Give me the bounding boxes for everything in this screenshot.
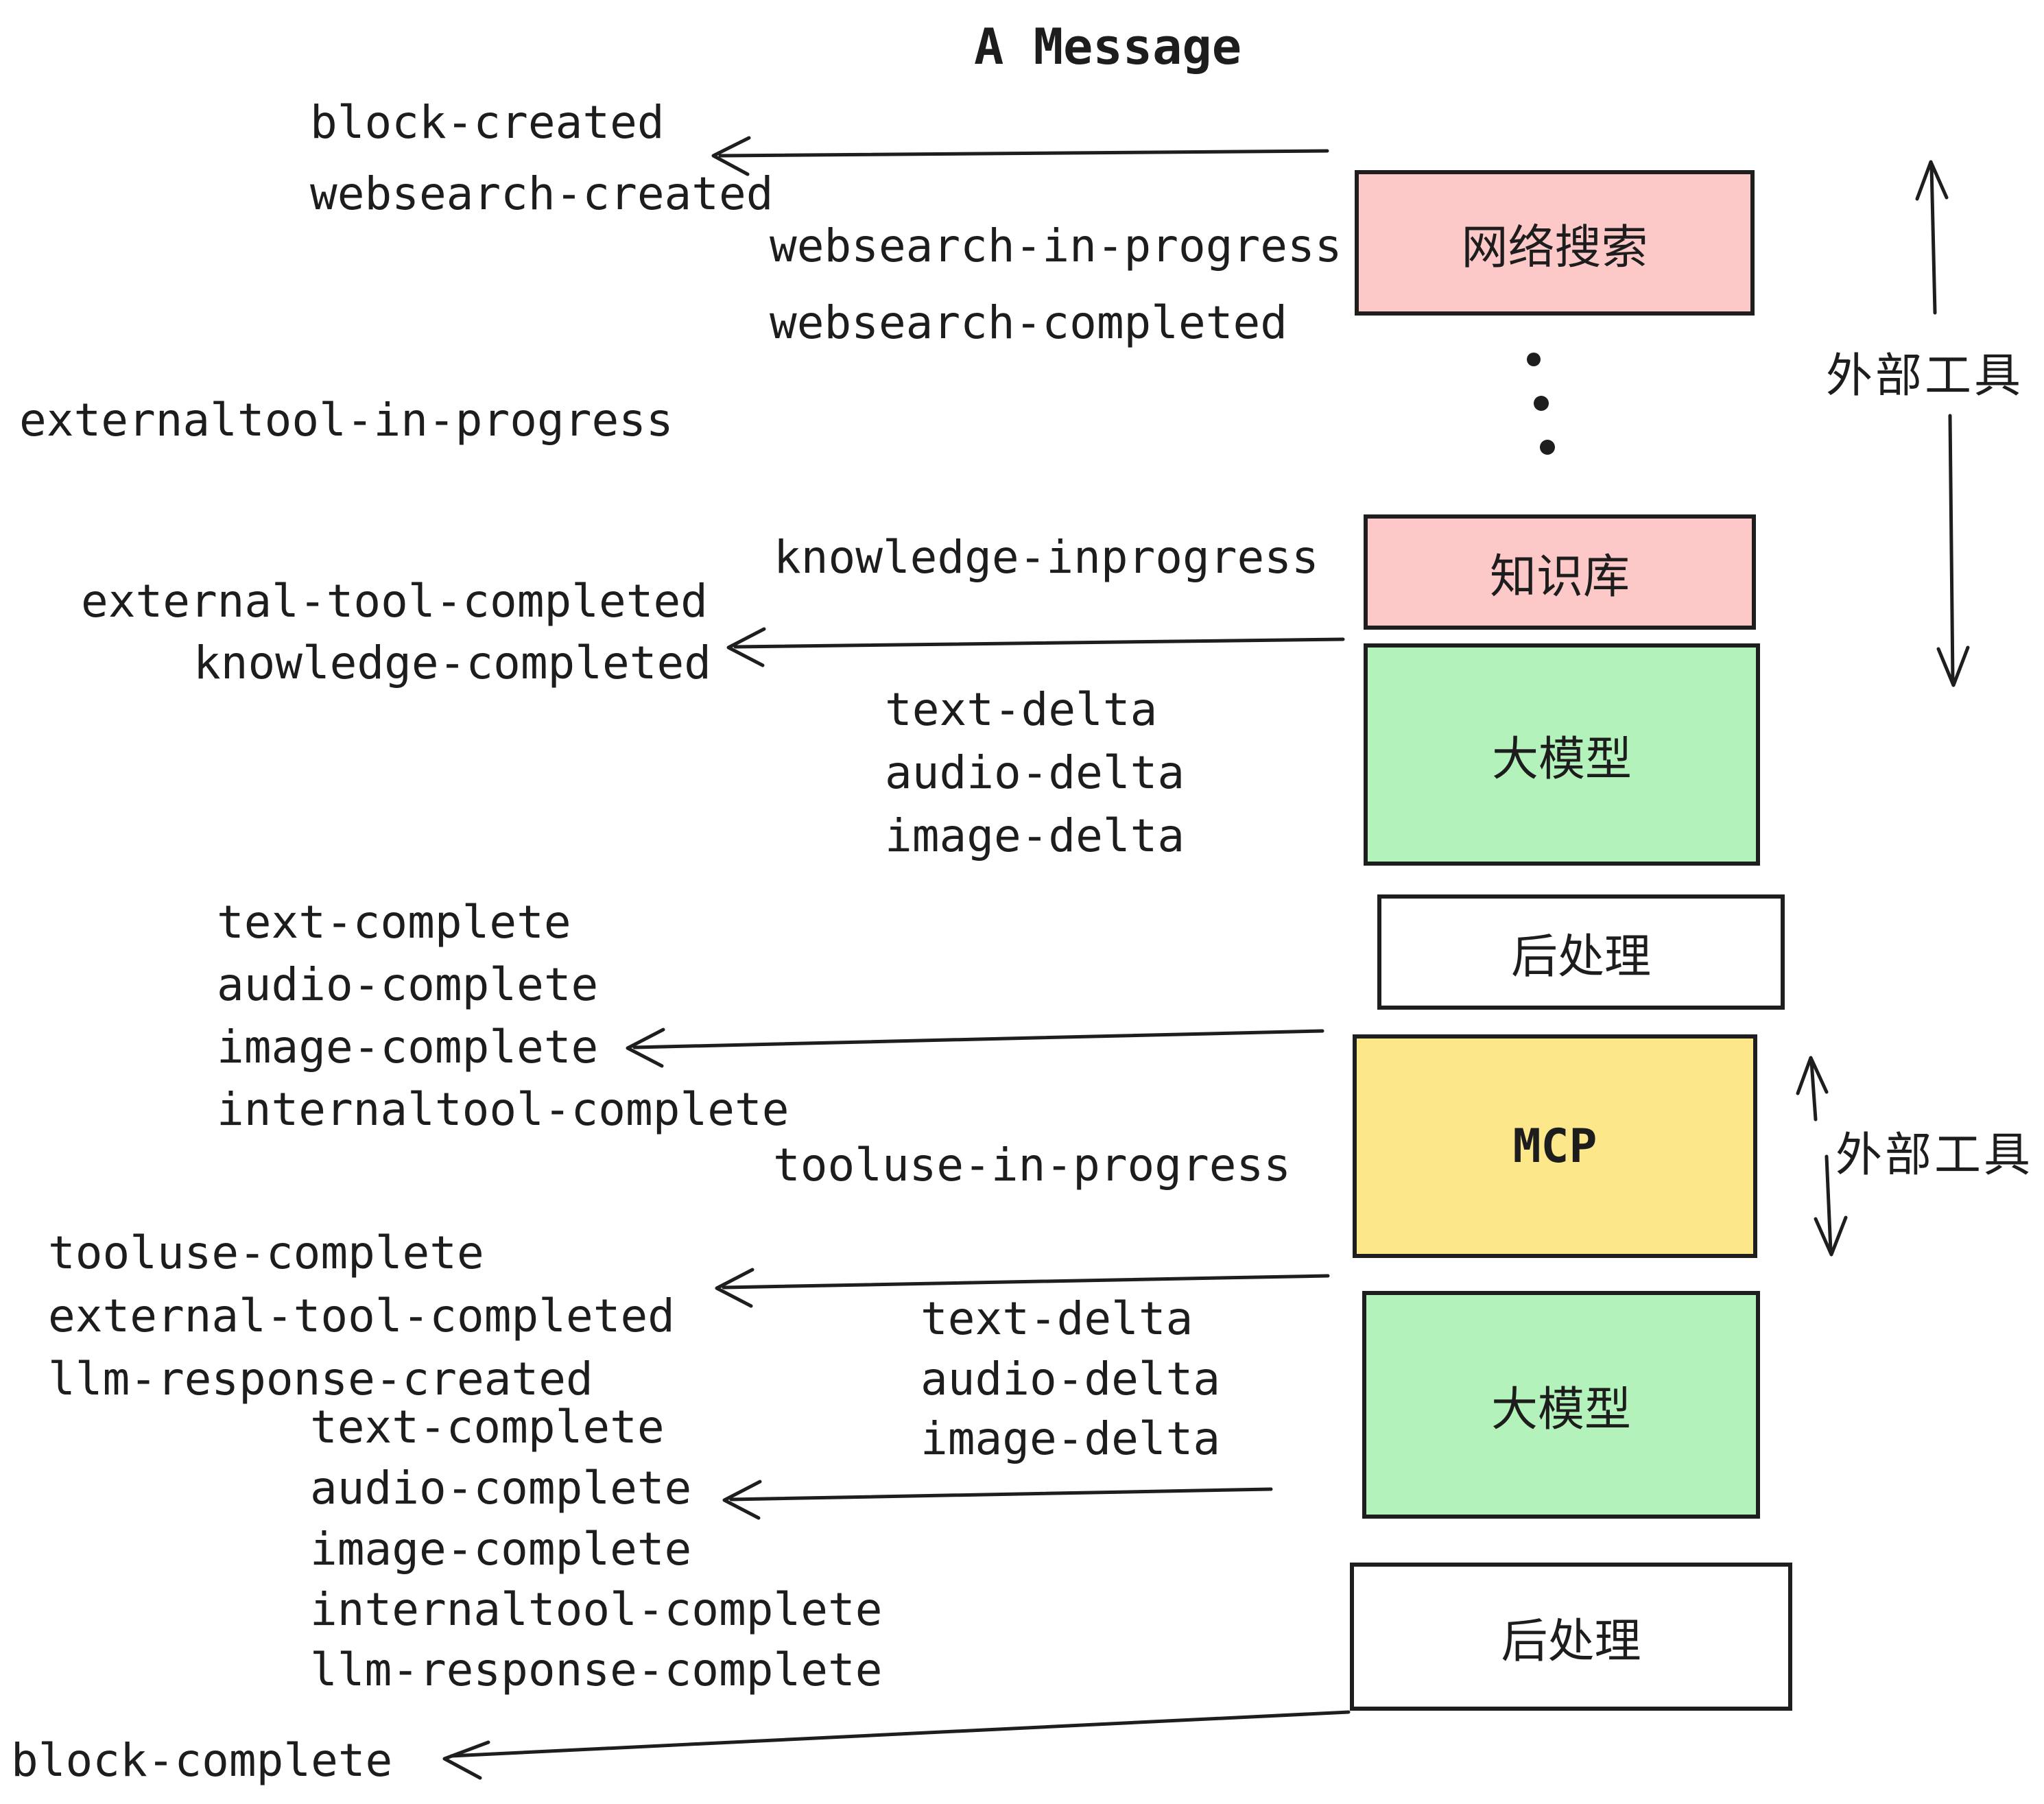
event-external-tool-completed-2: external-tool-completed [48,1290,675,1342]
event-image-delta-2: image-delta [920,1412,1221,1465]
box-mcp: MCP [1353,1034,1757,1258]
box-knowledge: 知识库 [1364,514,1756,630]
external-tools-label-top: 外部工具 [1826,349,2024,403]
event-internaltool-complete-1: internaltool-complete [217,1083,789,1136]
event-knowledge-completed: knowledge-completed [193,637,711,689]
arrow-knowledge-completed [726,627,1345,667]
diagram-title: A Message [974,18,1242,75]
event-llm-response-complete: llm-response-complete [310,1643,883,1696]
event-llm-response-created: llm-response-created [48,1353,593,1405]
box-post-2: 后处理 [1350,1563,1792,1711]
box-llm-2-label: 大模型 [1490,1382,1631,1437]
event-block-complete: block-complete [11,1734,393,1787]
event-tooluse-complete: tooluse-complete [48,1226,484,1279]
box-mcp-label: MCP [1512,1119,1597,1174]
event-websearch-created: websearch-created [310,167,774,220]
event-image-delta-1: image-delta [885,809,1185,862]
event-knowledge-inprogress: knowledge-inprogress [774,531,1319,584]
event-external-tool-completed-1: external-tool-completed [81,575,708,628]
arrow-websearch-created [711,136,1329,176]
event-image-complete-1: image-complete [217,1021,599,1073]
box-websearch: 网络搜索 [1355,170,1755,316]
event-text-delta-2: text-delta [920,1292,1193,1345]
event-audio-delta-1: audio-delta [885,746,1185,799]
arrow-image-complete-1 [626,1028,1324,1068]
event-text-delta-1: text-delta [885,683,1158,736]
external-tools-label-mcp: 外部工具 [1835,1128,2034,1183]
box-llm-2: 大模型 [1362,1291,1760,1519]
box-knowledge-label: 知识库 [1489,549,1630,604]
event-externaltool-in-progress: externaltool-in-progress [19,394,674,447]
arrow-block-complete [442,1710,1351,1780]
ellipsis-dots [1527,353,1555,455]
event-websearch-in-progress: websearch-in-progress [770,219,1342,272]
box-llm-1-label: 大模型 [1491,732,1632,787]
event-internaltool-complete-2: internaltool-complete [310,1583,883,1636]
event-tooluse-in-progress: tooluse-in-progress [773,1139,1291,1191]
box-llm-1: 大模型 [1364,643,1760,866]
event-audio-complete-2: audio-complete [310,1462,692,1515]
box-post-2-label: 后处理 [1501,1614,1641,1669]
box-post-1: 后处理 [1377,894,1785,1010]
event-image-complete-2: image-complete [310,1523,692,1576]
arrow-audio-complete-2 [722,1480,1273,1520]
event-audio-complete-1: audio-complete [217,958,599,1011]
box-post-1-label: 后处理 [1510,929,1651,984]
event-text-complete-2: text-complete [310,1401,665,1453]
event-websearch-completed: websearch-completed [770,296,1287,349]
box-websearch-label: 网络搜索 [1461,220,1648,275]
event-block-created: block-created [310,96,665,149]
event-audio-delta-2: audio-delta [920,1353,1221,1405]
event-text-complete-1: text-complete [217,896,571,949]
external-tools-arrow-top [1915,160,1970,687]
